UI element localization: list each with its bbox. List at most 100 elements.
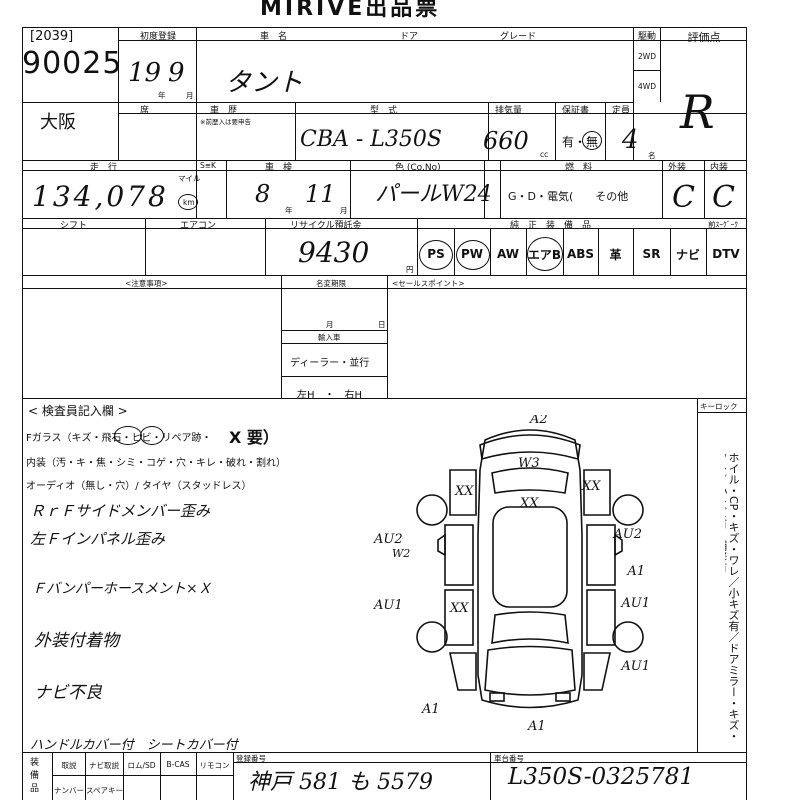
item-rom: ロム/SD [127,761,156,770]
plate-label: 登録番号 [236,754,266,763]
history-label: 車 歴 [210,106,238,116]
equip-sr: SR [642,247,661,261]
car-diagram: A2 W3 XX XX XX XX AU2 A1 AU1 AU1 A1 A1 [416,415,650,734]
equip-navi: ナビ [675,247,700,262]
equip-aw: AW [497,247,519,261]
cc-unit: cc [540,150,549,159]
recycle-label: リサイクル預託金 [290,221,362,231]
insp-year-unit: 年 [285,206,293,215]
door-label: ドア [400,32,419,42]
item-navi-manual: ナビ取説 [89,761,119,770]
displacement-label: 排気量 [495,106,523,116]
grade-label: グレード [500,32,537,42]
mark-xx-right: XX [581,479,601,494]
drive-2wd: 2WD [638,52,656,61]
mark-xx-mid: XX [449,601,469,616]
item-spare-key: スペアキー [86,786,123,795]
mark-a1-right: A1 [626,564,645,579]
month-unit: 月 [186,91,194,100]
mark-au1-left: AU1 [374,598,403,613]
mark-au2-right: AU2 [612,527,642,542]
audio-line: オーディオ（無し・穴）/ タイヤ（スタッドレス） [26,481,252,492]
history-sublabel: ※前歴入は要申告 [200,118,251,126]
yen-unit: 円 [406,265,414,274]
plate-value: 神戸 581 も 5579 [248,770,433,795]
region: 大阪 [40,112,76,133]
model-value: CBA - L350S [300,127,442,152]
note-1: ＲｒＦサイドメンバー歪み [30,502,211,520]
mile-unit: マイル [178,174,201,183]
item-manual: 取説 [61,761,77,770]
score-value: R [680,85,715,139]
note-3: Ｆバンパーホースメント×Ｘ [32,581,212,597]
persons-unit: 名 [648,151,656,160]
warranty-label: 保証書 [562,106,590,116]
score-label: 評価点 [687,31,721,44]
frame-label: 車台番号 [494,754,524,763]
mark-xx-rear: XX [519,496,539,511]
model-label: 型 式 [370,106,398,116]
glass-replace: X 要） [229,428,279,447]
genuine-equipment-label: 純 正 装 備 品 [510,221,592,231]
seats-label: 席 [140,106,150,116]
first-reg-label: 初度登録 [139,32,176,42]
equip-leather: 革 [609,247,622,262]
insp-month-unit: 月 [340,206,348,215]
lot-number: 90025 [22,46,123,81]
car-name-label: 車 名 [260,32,288,42]
exterior-label: 外装 [668,163,687,173]
mark-w3: W3 [518,456,540,471]
mark-au2-left: AU2 [374,532,403,547]
mark-xx-left: XX [454,484,474,499]
capacity-value: 4 [622,125,639,155]
steering-options: 左H ・ 右H [297,390,363,401]
interior-label: 内装 [710,163,729,173]
capacity-label: 定員 [612,106,631,116]
mark-a2: A2 [529,415,548,427]
mark-au1-right2: AU1 [620,659,650,674]
item-bcas: B-CAS [166,760,190,769]
fuel-options: G・D・電気( その他 [508,190,629,203]
caution-label: <注意事項> [125,279,168,288]
import-options: ディーラー・並行 [290,358,370,369]
insp-year: 8 [255,180,271,208]
year-unit: 年 [158,91,166,100]
title-deadline-label: 名変期限 [316,279,346,288]
color-value: パールW24 [375,182,492,207]
mileage-label: 走 行 [90,163,118,173]
lot-prefix: [2039] [30,29,74,44]
note-5: ナビ不良 [34,683,102,703]
interior-line: 内装（汚・キ・焦・シミ・コゲ・穴・キレ・破れ・割れ） [26,458,286,469]
drive-4wd: 4WD [638,82,656,91]
item-number: ナンバー [54,786,84,795]
mark-a1-bottom-left: A1 [421,702,440,717]
deadline-day: 日 [378,320,386,329]
car-name-value: タント [225,68,304,98]
sales-points-label: <セールスポイント> [392,279,465,288]
item-remote: リモコン [199,761,230,770]
meter-swap-label: S≡K [200,161,216,170]
aircon-label: エアコン [180,221,217,231]
bottom-side-label: 装 備 品 [30,758,40,794]
inspector-title: < 検査員記入欄 > [28,404,128,418]
vertical-note: ホイル・CP・キズ・ワレ／小キズ有／ドアミラー・キズ・ワレ／小キズ有・補修有 [725,452,739,742]
key-lock-label: キーロック [700,402,738,411]
mark-au1-right: AU1 [620,596,650,611]
mark-w2: W2 [392,547,411,560]
equip-dtv: DTV [712,247,740,261]
note-2: 左Ｆインパネル歪み [30,530,166,548]
exterior-grade: C [672,180,695,215]
inspection-label: 車 検 [265,163,293,173]
note-4: 外装付着物 [34,631,119,651]
displacement-value: 660 [483,127,529,155]
mark-a1-bottom: A1 [527,719,546,734]
recycle-fee-value: 9430 [298,236,370,269]
note-6: ハンドルカバー付 シートカバー付 [30,738,238,753]
sheet-title: MIRIVE出品票 [260,0,441,21]
import-label: 輸入車 [318,333,341,342]
drive-label: 駆動 [637,32,656,42]
first-reg-year: 19 [128,58,162,88]
insp-month: 11 [305,180,336,208]
fuel-label: 燃 料 [565,163,593,173]
color-label: 色 (Co.No) [395,163,441,173]
